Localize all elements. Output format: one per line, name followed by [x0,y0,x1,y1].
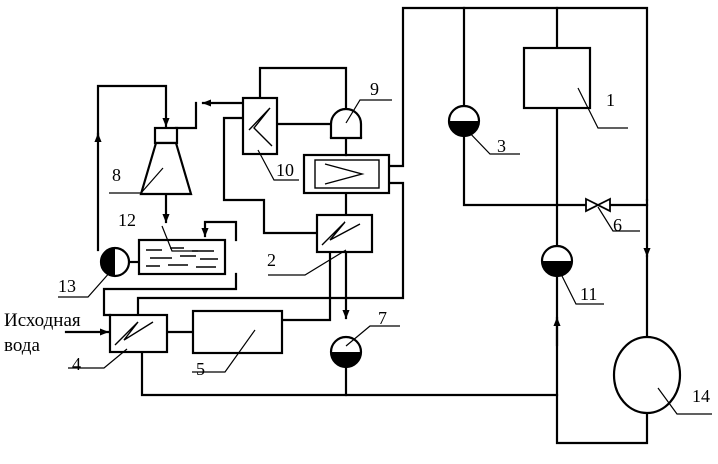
unit-5 [191,309,284,355]
leader-lines [58,87,712,415]
pump-7 [329,335,363,369]
source-water-label-line1: Исходная [4,310,81,331]
pipe-hx10-to-nozzle-down [174,101,198,130]
label-4: 4 [72,354,81,374]
label-13: 13 [58,276,76,296]
label-9: 9 [370,79,379,99]
pipe-pump-3-down [462,134,588,207]
source-water-label-line2: вода [4,335,40,356]
valve-6 [585,197,611,213]
label-2: 2 [267,250,276,270]
pipe-hx10-top-loop [258,66,348,114]
label-1: 1 [606,90,615,110]
label-3: 3 [497,136,506,156]
pipe-tank-12-to-hx4 [102,272,238,317]
pipe-left-loop-top [96,84,170,138]
heat-exchanger-2 [315,213,374,254]
condenser-9 [302,107,391,195]
label-5: 5 [196,359,205,379]
label-7: 7 [378,308,387,328]
heat-exchanger-10 [241,96,279,156]
pipe-hx2-to-unit-5 [280,250,332,322]
label-8: 8 [112,165,121,185]
unit-1 [522,46,592,110]
label-11: 11 [580,284,597,304]
label-6: 6 [613,215,622,235]
pipe-top-loop [387,6,649,202]
pipe-bottom-return [140,350,559,397]
heat-exchanger-4 [108,313,169,354]
pipe-tank-12-loop [201,220,238,242]
pipelines [64,6,651,445]
pump-13 [99,246,131,278]
label-12: 12 [118,210,136,230]
pump-11 [540,244,574,278]
pipe-pump-11-bottom [555,274,649,445]
spray-unit-8 [139,126,193,196]
pump-3 [447,104,481,138]
pipe-hx2-to-hx10 [222,116,319,235]
pipe-condenser-to-hx4 [136,181,405,317]
tank-14 [612,335,682,415]
tank-12 [137,238,227,276]
label-14: 14 [692,386,710,406]
label-10: 10 [276,160,294,180]
